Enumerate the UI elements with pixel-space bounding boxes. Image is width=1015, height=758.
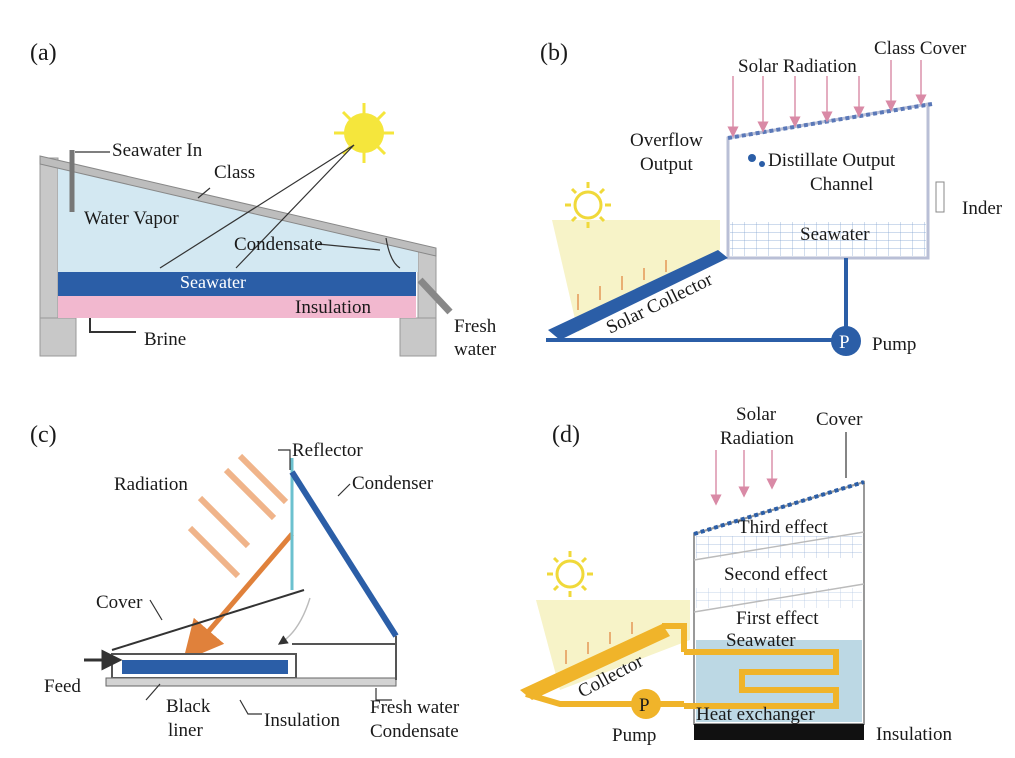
label-distillate-output: Distillate Output [768, 150, 896, 171]
label-pump: Pump [872, 334, 916, 355]
collector [520, 624, 670, 700]
label-condenser: Condenser [352, 473, 434, 494]
label-fresh-water: Fresh water [370, 697, 460, 718]
label-feed: Feed [44, 676, 81, 697]
seawater-grid [730, 222, 926, 256]
label-channel: Channel [810, 174, 873, 195]
label-cover: Cover [816, 409, 863, 430]
label-solar-radiation: Solar Radiation [738, 56, 857, 77]
sun-icon [547, 551, 593, 597]
brine-pipe [89, 318, 136, 333]
right-leg [399, 317, 437, 357]
cover [693, 480, 865, 536]
panel-d: (d) [520, 404, 952, 746]
pump-icon [831, 326, 861, 356]
label-seawater: Seawater [726, 630, 796, 651]
solar-collector [548, 250, 728, 340]
cover [111, 589, 305, 651]
label-radiation: Radiation [720, 428, 794, 449]
label-seawater-in: Seawater In [112, 140, 203, 161]
label-reflector: Reflector [292, 440, 363, 461]
black-liner [122, 660, 288, 674]
label-class: Class [214, 162, 255, 183]
label-seawater: Seawater [800, 224, 870, 245]
pump-icon [631, 689, 661, 719]
panel-c: (c) Reflector Radia [30, 422, 460, 742]
label-water: water [454, 339, 497, 360]
label-overflow: Overflow [630, 130, 703, 151]
label-class-cover: Class Cover [874, 38, 967, 59]
label-condensate: Condensate [234, 234, 323, 255]
panel-d-letter: (d) [552, 422, 580, 448]
glass-cover [39, 155, 437, 257]
label-inder: Inder [962, 198, 1003, 219]
pump-symbol: P [839, 332, 850, 353]
label-output: Output [640, 154, 694, 175]
label-second-effect: Second effect [724, 564, 828, 585]
panel-b: (b) [540, 38, 1003, 356]
label-solar: Solar [736, 404, 777, 425]
label-pump: Pump [612, 725, 656, 746]
label-liner: liner [168, 720, 203, 741]
sun-ray [159, 144, 355, 269]
reflected-beam [182, 532, 294, 662]
label-insulation: Insulation [264, 710, 340, 731]
panel-a: (a) [30, 40, 497, 360]
label-heat-exchanger: Heat exchanger [696, 704, 815, 725]
insulation-layer [58, 296, 416, 318]
label-seawater: Seawater [180, 272, 246, 292]
label-water-vapor: Water Vapor [84, 208, 179, 229]
insulation [105, 677, 397, 687]
label-first-effect: First effect [736, 608, 819, 629]
inder-gauge [935, 181, 945, 213]
label-radiation: Radiation [114, 474, 188, 495]
sun-icon [334, 103, 394, 163]
sun-icon [565, 182, 611, 228]
heat-exchanger [684, 649, 839, 709]
sun-ray [235, 144, 355, 269]
insulation-base [694, 724, 864, 740]
label-insulation: Insulation [295, 297, 371, 318]
pump-symbol: P [639, 695, 650, 716]
label-third-effect: Third effect [738, 517, 829, 538]
left-leg [39, 317, 77, 357]
label-brine: Brine [144, 329, 186, 350]
label-insulation: Insulation [876, 724, 952, 745]
collector-field [552, 220, 720, 332]
seawater-layer [58, 272, 416, 296]
label-condensate: Condensate [370, 721, 459, 742]
label-fresh: Fresh [454, 316, 497, 337]
panel-a-letter: (a) [30, 40, 57, 66]
label-cover: Cover [96, 592, 143, 613]
panel-c-letter: (c) [30, 422, 57, 448]
fresh-water-outlet [417, 277, 453, 315]
condenser [289, 470, 399, 638]
label-black: Black [166, 696, 211, 717]
panel-b-letter: (b) [540, 40, 568, 66]
